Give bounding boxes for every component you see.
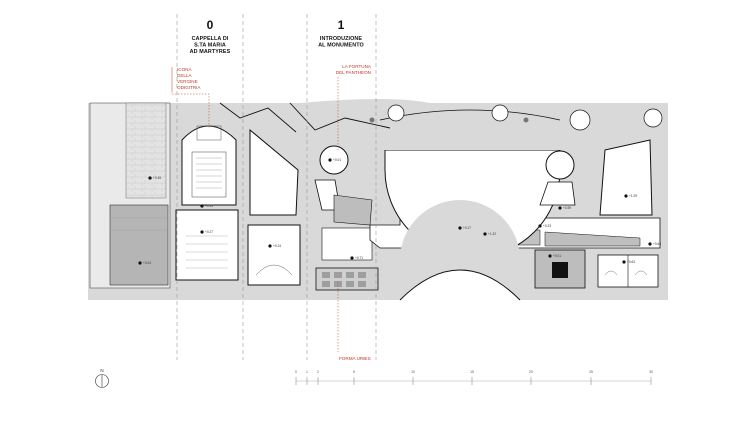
section-0-header: 0 CAPPELLA DI S.TA MARIA AD MARTYRES bbox=[190, 18, 231, 55]
right-rooms bbox=[534, 139, 659, 289]
section-1-title-line-1: INTRODUZIONE bbox=[320, 36, 363, 42]
level-label: +1.29 bbox=[629, 194, 637, 198]
scale-tick-label: 10 bbox=[411, 370, 415, 374]
section-0-title-line-2: S.TA MARIA bbox=[194, 43, 226, 49]
intro-rooms bbox=[247, 128, 379, 291]
level-label: +0.59 bbox=[563, 206, 571, 210]
level-marker: +1.29 bbox=[624, 194, 637, 198]
scale-tick-label: 2 bbox=[317, 370, 319, 374]
level-marker: +0.01 bbox=[328, 158, 341, 162]
annotation-forma: FORMA URBIS bbox=[337, 282, 371, 361]
scale-tick: 5 bbox=[353, 370, 355, 385]
fortuna-line-2: DEL PANTHEON bbox=[336, 70, 371, 75]
level-marker: +0.24 bbox=[200, 204, 213, 208]
section-0-title-line-3: AD MARTYRES bbox=[190, 49, 231, 55]
level-marker: +3.49 bbox=[148, 176, 161, 180]
level-label: +0.63 bbox=[653, 242, 661, 246]
level-label: +0.24 bbox=[143, 261, 151, 265]
level-marker: +0.59 bbox=[558, 206, 571, 210]
scale-tick-label: 30 bbox=[649, 370, 653, 374]
level-marker: +0.63 bbox=[648, 242, 661, 246]
section-1-title-line-2: AL MONUMENTO bbox=[318, 43, 364, 49]
scale-tick-label: 5 bbox=[353, 370, 355, 374]
scale-tick-label: 25 bbox=[589, 370, 593, 374]
scale-tick-label: 1 bbox=[306, 370, 308, 374]
level-marker: +0.63 bbox=[622, 260, 635, 264]
section-1-header: 1 INTRODUZIONE AL MONUMENTO bbox=[318, 18, 364, 49]
level-label: +1.22 bbox=[488, 232, 496, 236]
level-marker: +0.23 bbox=[538, 224, 551, 228]
chapel-room bbox=[175, 125, 239, 281]
left-street-block bbox=[89, 102, 171, 289]
section-0-number: 0 bbox=[207, 18, 214, 32]
rotunda bbox=[219, 102, 663, 301]
scale-tick-label: 20 bbox=[529, 370, 533, 374]
annotation-icona: ICONA DELLA VERGINE ODIGITRIA bbox=[171, 67, 210, 128]
level-marker: +0.17 bbox=[458, 226, 471, 230]
section-lines bbox=[176, 14, 377, 360]
scale-bar: 0 1 2 5 10 15 20 25 30 bbox=[295, 370, 653, 385]
scale-tick-label: 0 bbox=[295, 370, 297, 374]
level-marker: +0.01 bbox=[548, 254, 561, 258]
level-label: +0.24 bbox=[205, 204, 213, 208]
level-label: +0.24 bbox=[273, 244, 281, 248]
fortuna-line-1: LA FORTUNA bbox=[342, 64, 372, 69]
section-0-title-line-1: CAPPELLA DI bbox=[192, 36, 229, 42]
icona-line-4: ODIGITRIA bbox=[177, 85, 201, 90]
north-arrow: N bbox=[95, 368, 109, 388]
scale-tick-label: 15 bbox=[470, 370, 474, 374]
icona-line-2: DELLA bbox=[177, 73, 192, 78]
level-markers: +3.49 +0.24 +0.27 +0.24 +0.24 +0.01 +0.7… bbox=[138, 158, 661, 265]
level-marker: +0.24 bbox=[138, 261, 151, 265]
scale-tick: 30 bbox=[649, 370, 653, 385]
icona-line-1: ICONA bbox=[177, 67, 192, 72]
level-label: +0.23 bbox=[543, 224, 551, 228]
level-marker: +0.27 bbox=[200, 230, 213, 234]
icona-line-3: VERGINE bbox=[177, 79, 198, 84]
level-label: +0.17 bbox=[463, 226, 471, 230]
annotation-fortuna: LA FORTUNA DEL PANTHEON bbox=[336, 64, 372, 150]
scale-tick: 2 bbox=[317, 370, 319, 385]
level-label: +0.27 bbox=[205, 230, 213, 234]
scale-tick: 0 bbox=[295, 370, 297, 385]
level-label: +0.01 bbox=[333, 158, 341, 162]
section-1-number: 1 bbox=[338, 18, 345, 32]
forma-line-1: FORMA URBIS bbox=[339, 356, 371, 361]
scale-tick: 1 bbox=[306, 370, 308, 385]
level-marker: +0.71 bbox=[350, 256, 363, 260]
scale-tick: 15 bbox=[470, 370, 474, 385]
scale-tick: 25 bbox=[589, 370, 593, 385]
level-label: +0.71 bbox=[355, 256, 363, 260]
scale-tick: 10 bbox=[411, 370, 415, 385]
level-label: +3.49 bbox=[153, 176, 161, 180]
scale-tick: 20 bbox=[529, 370, 533, 385]
level-label: +0.01 bbox=[553, 254, 561, 258]
north-label: N bbox=[100, 368, 103, 373]
level-label: +0.63 bbox=[627, 260, 635, 264]
level-marker: +1.22 bbox=[483, 232, 496, 236]
level-marker: +0.24 bbox=[268, 244, 281, 248]
